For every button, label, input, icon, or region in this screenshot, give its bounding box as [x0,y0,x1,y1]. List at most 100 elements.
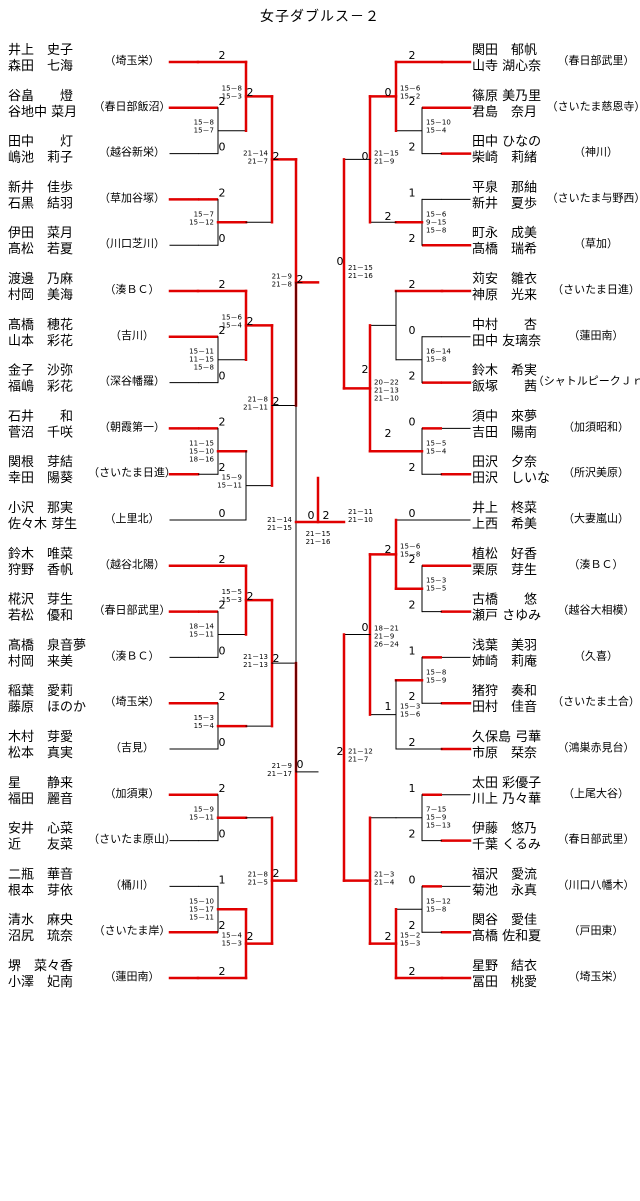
set-score: 15－11 [189,631,214,639]
round-result: 0 [337,255,344,268]
set-score: 21－10 [374,394,399,402]
player-name: 関田 郁帆 [472,43,537,58]
player-name: 髙橋 穂花 [8,317,73,333]
set-score: 15－12 [426,897,451,905]
set-score: 15－8 [400,550,420,558]
round-result: 2 [297,273,304,286]
round-result: 2 [247,590,254,603]
set-score: 15－6 [426,210,447,218]
player-name: 渡邊 乃麻 [8,271,73,287]
club-name: （所沢美原） [563,465,629,479]
player-name: 井上 史子 [8,43,73,58]
set-score: 21－13 [374,386,399,394]
player-name: 須中 來夢 [472,409,537,424]
player-name: 吉田 陽南 [472,424,537,440]
set-score: 16－14 [426,348,451,356]
entry-result: 2 [409,828,416,841]
set-score: 15－5 [222,588,242,596]
set-score: 21－9 [272,762,292,770]
set-score: 21－17 [267,770,292,778]
set-score: 15－3 [222,940,242,948]
set-score: 11－15 [189,439,214,447]
entry-result: 2 [219,278,226,291]
round-result: 2 [247,86,254,99]
set-score: 18－21 [374,625,399,633]
player-name: 川上 乃々華 [472,792,541,807]
set-score: 15－12 [189,218,214,226]
round-result: 2 [273,395,280,408]
entry-result: 2 [409,965,416,978]
player-name: 田中 灯 [8,135,73,150]
player-name: 町永 成美 [472,226,537,241]
round-result: 0 [297,758,304,771]
entry-result: 2 [219,782,226,795]
club-name: （湊ＢＣ） [105,648,160,662]
player-name: 菅沼 千咲 [8,424,73,440]
set-score: 15－2 [400,932,420,940]
club-name: （大妻嵐山） [563,511,629,525]
set-score: 21－15 [306,530,331,538]
set-score: 15－10 [189,447,214,455]
set-score: 21－15 [348,264,373,272]
player-name: 近 友菜 [8,837,73,853]
player-name: 森田 七海 [8,59,73,74]
set-score: 15－13 [426,822,451,830]
set-score: 21－9 [272,272,292,280]
set-score: 15－8 [426,668,446,676]
player-name: 鈴木 唯菜 [8,547,73,562]
entry-result: 1 [409,644,416,657]
club-name: （久喜） [574,649,618,662]
player-name: 石井 和 [8,409,73,424]
set-score: 15－8 [194,119,214,127]
round-result: 0 [385,86,392,99]
round-result: 0 [362,621,369,634]
entry-result: 2 [219,919,226,932]
entry-result: 2 [409,95,416,108]
set-score: 15－3 [426,577,446,585]
set-score: 18－16 [189,455,214,463]
player-name: 佐々木 芽生 [8,517,77,532]
set-score: 21－8 [272,280,292,288]
player-name: 安井 心菜 [8,822,73,837]
player-name: 田沢 夕奈 [472,455,537,470]
player-name: 沼尻 琉奈 [8,929,73,944]
player-name: 小沢 那実 [8,500,73,516]
set-score: 21－8 [248,871,268,879]
set-score: 15－4 [222,932,243,940]
player-name: 神原 光来 [472,288,537,303]
final-result: 2 [323,509,330,522]
player-name: 篠原 美乃里 [472,89,541,104]
entry-result: 2 [409,690,416,703]
club-name: （上尾大谷） [563,786,629,800]
round-result: 1 [385,700,392,713]
entry-result: 2 [219,690,226,703]
entry-result: 2 [409,599,416,612]
set-score: 21－15 [374,149,399,157]
club-name: （加須東） [105,787,160,800]
set-score: 21－8 [248,396,268,404]
round-result: 2 [273,652,280,665]
entry-result: 2 [409,553,416,566]
entry-result: 2 [219,415,226,428]
player-name: 田中 ひなの [472,135,541,150]
club-name: （草加） [574,237,618,250]
player-name: 瀬戸 さゆみ [472,609,541,624]
set-score: 21－15 [267,524,292,532]
player-name: 稲葉 愛莉 [8,684,73,699]
entry-result: 2 [409,461,416,474]
entry-result: 0 [219,507,226,520]
entry-result: 2 [219,599,226,612]
entry-result: 2 [219,186,226,199]
club-name: （埼玉栄） [105,694,160,708]
set-score: 7－15 [426,806,446,814]
player-name: 久保島 弓華 [472,730,541,745]
set-score: 15－4 [194,722,215,730]
player-name: 金子 沙弥 [8,363,73,379]
set-score: 15－3 [222,596,242,604]
player-name: 君島 奈月 [472,105,537,120]
set-score: 21－5 [248,879,268,887]
club-name: （さいたま日進） [552,283,640,296]
club-name: （川口芝川） [99,237,165,250]
entry-result: 2 [409,736,416,749]
